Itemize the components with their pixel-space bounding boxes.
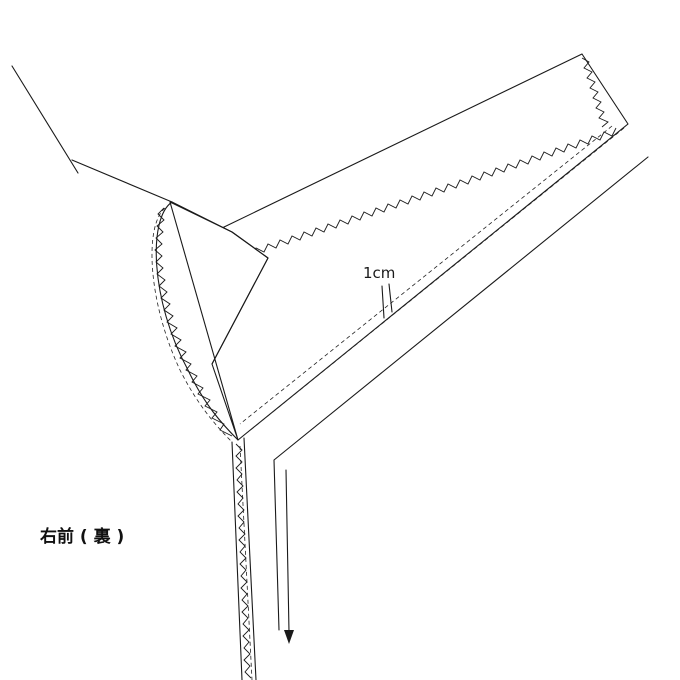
seam-allowance-label: 1cm bbox=[363, 264, 395, 282]
front-band-piece bbox=[221, 53, 629, 441]
direction-arrow bbox=[284, 469, 294, 644]
band-end-zigzag bbox=[581, 57, 609, 128]
curved-facing-edge bbox=[151, 201, 239, 443]
collar-piece bbox=[169, 201, 269, 441]
neck-line bbox=[11, 65, 173, 203]
band-seam-zigzag bbox=[239, 127, 617, 261]
fold-line bbox=[273, 156, 649, 631]
seam-allowance-marker: 1cm bbox=[363, 264, 395, 319]
piece-name-label: 右前 ( 裏 ) bbox=[40, 526, 124, 547]
center-front-seam bbox=[231, 437, 257, 680]
